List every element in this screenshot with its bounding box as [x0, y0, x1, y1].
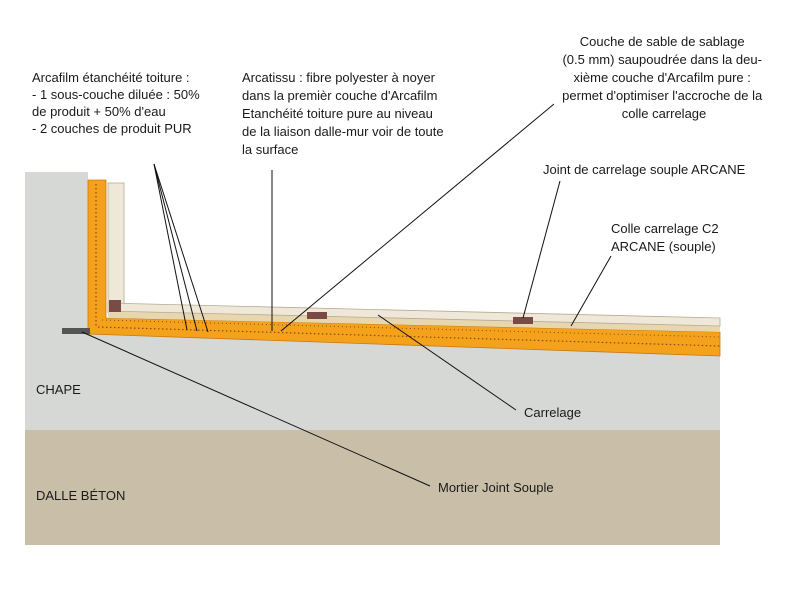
- leader-colle: [570, 255, 612, 327]
- leader-arcafilm-1: [153, 163, 188, 331]
- dalle-beton-layer: [25, 430, 720, 545]
- joint-carrelage-callout: Joint de carrelage souple ARCANE: [543, 162, 746, 177]
- floor-tiles: [107, 302, 721, 327]
- leader-arcafilm-3: [153, 163, 209, 333]
- joint-corner: [109, 300, 121, 312]
- carrelage-callout: Carrelage: [524, 405, 581, 420]
- sable-callout: Couche de sable de sablage (0.5 mm) saup…: [562, 34, 766, 121]
- leader-joint: [522, 180, 561, 319]
- mortier-joint: [62, 328, 90, 334]
- mortier-callout: Mortier Joint Souple: [438, 480, 554, 495]
- leader-arcafilm-2: [153, 163, 198, 332]
- colle-callout: Colle carrelage C2 ARCANE (souple): [611, 221, 722, 254]
- wall: [25, 172, 88, 332]
- leader-sable: [280, 103, 555, 332]
- arcafilm-callout: Arcafilm étanchéité toiture : - 1 sous-c…: [32, 70, 203, 136]
- leader-mortier: [81, 331, 431, 487]
- leader-carrelage: [377, 314, 517, 411]
- joint-2: [513, 317, 533, 324]
- wall-tile: [107, 182, 125, 314]
- colle-layer: [108, 310, 720, 332]
- arcatissu-callout: Arcatissu : fibre polyester à noyer dans…: [242, 70, 447, 157]
- chape-label: CHAPE: [36, 382, 81, 397]
- joint-1: [307, 312, 327, 319]
- dalle-label: DALLE BÉTON: [36, 488, 125, 503]
